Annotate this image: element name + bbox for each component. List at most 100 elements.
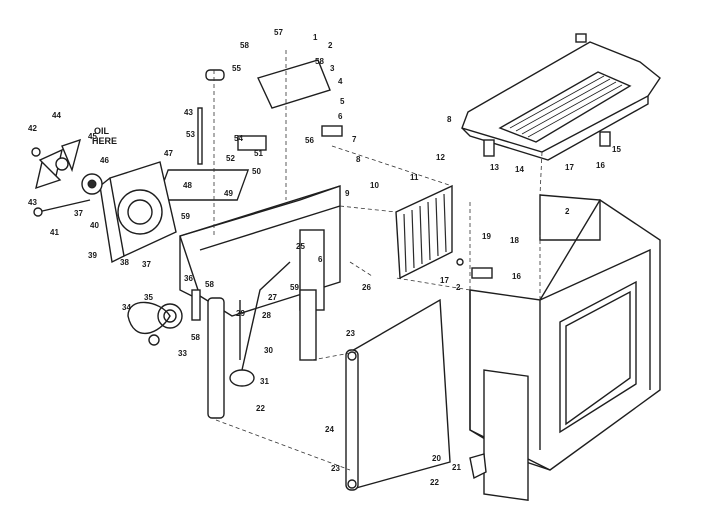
rod-part [197, 107, 203, 165]
pump-tube [241, 261, 291, 371]
motor-pulley-icon [148, 334, 160, 346]
part-label-l-54: 54 [234, 134, 243, 143]
part-label-l-2b: 2 [565, 207, 570, 216]
grill-clip-icon [456, 258, 464, 266]
part-label-l-56: 56 [305, 136, 314, 145]
part-label-l-37a: 37 [74, 209, 83, 218]
control-box-part [237, 135, 267, 151]
part-label-l-6: 6 [338, 112, 343, 121]
grill-bracket-part [471, 267, 493, 279]
cover-hinge-left [483, 139, 495, 157]
part-label-l-59b: 59 [290, 283, 299, 292]
part-label-l-22b: 22 [256, 404, 265, 413]
part-label-l-37b: 37 [142, 260, 151, 269]
part-label-l-58b: 58 [315, 57, 324, 66]
filter-grill-assembly [395, 184, 493, 280]
part-label-l-40: 40 [90, 221, 99, 230]
part-label-l-30: 30 [264, 346, 273, 355]
part-label-l-17b: 17 [440, 276, 449, 285]
cabinet-side-edge [539, 248, 651, 390]
part-label-l-42: 42 [28, 124, 37, 133]
top-cover-part [461, 41, 661, 153]
chassis-shelf-part [156, 169, 250, 201]
chassis-top-edge [179, 185, 341, 237]
part-label-l-58d: 58 [191, 333, 200, 342]
part-label-l-57: 57 [274, 28, 283, 37]
part-label-l-13: 13 [490, 163, 499, 172]
part-label-l-8a: 8 [356, 155, 361, 164]
part-label-l-25: 25 [296, 242, 305, 251]
part-label-l-7: 7 [352, 135, 357, 144]
part-label-l-23b: 23 [331, 464, 340, 473]
drain-elbow-part [469, 453, 487, 480]
chassis-ledge [199, 205, 341, 251]
cover-hinge-right [599, 131, 611, 147]
fan-housing-edge [99, 177, 125, 264]
part-label-l-9: 9 [345, 189, 350, 198]
cabinet-front-panel [483, 369, 529, 502]
part-label-l-24: 24 [325, 425, 334, 434]
part-label-l-11: 11 [410, 173, 419, 182]
cabinet-side-panel-inner [565, 290, 631, 426]
motor-hub-icon [87, 179, 97, 189]
blade-nut-icon [31, 147, 41, 157]
part-label-l-48: 48 [183, 181, 192, 190]
switch-bracket-part [321, 125, 343, 137]
part-label-l-44: 44 [52, 111, 61, 120]
fan-wheel-part [117, 189, 163, 235]
part-label-l-27: 27 [268, 293, 277, 302]
part-label-l-8b: 8 [447, 115, 452, 124]
alignment-lines [213, 50, 543, 291]
part-label-l-12: 12 [436, 153, 445, 162]
part-label-l-47: 47 [164, 149, 173, 158]
part-label-l-2a: 2 [328, 41, 333, 50]
part-label-l-3: 3 [330, 64, 335, 73]
part-label-l-53: 53 [186, 130, 195, 139]
chassis-leg-right [299, 289, 317, 361]
part-label-l-14: 14 [515, 165, 524, 174]
part-label-l-58a: 58 [240, 41, 249, 50]
part-label-l-58c: 58 [205, 280, 214, 289]
pulley-bracket [191, 289, 201, 321]
pad-frame-assembly [345, 298, 487, 491]
part-label-l-2c: 2 [456, 283, 461, 292]
fan-motor-assembly [31, 138, 201, 346]
part-label-l-31: 31 [260, 377, 269, 386]
part-label-l-46: 46 [100, 156, 109, 165]
part-label-l-4: 4 [338, 77, 343, 86]
part-label-l-20: 20 [432, 454, 441, 463]
cabinet-assembly [461, 33, 661, 502]
part-label-l-6b: 6 [318, 255, 323, 264]
rail-roller-top [347, 351, 357, 361]
part-label-l-33: 33 [178, 349, 187, 358]
part-label-l-38: 38 [120, 258, 129, 267]
cabinet-side-panel [559, 280, 637, 434]
top-cover-edge [461, 96, 649, 161]
part-label-l-34: 34 [122, 303, 131, 312]
part-label-l-26: 26 [362, 283, 371, 292]
part-label-l-29: 29 [236, 309, 245, 318]
part-label-l-45: 45 [88, 132, 97, 141]
part-label-l-43b: 43 [184, 108, 193, 117]
part-label-l-52: 52 [226, 154, 235, 163]
fan-hub-part [55, 157, 69, 171]
chassis-leg-left [207, 297, 225, 419]
part-label-l-21: 21 [452, 463, 461, 472]
drive-belt-part [127, 301, 171, 335]
part-label-l-43a: 43 [28, 198, 37, 207]
part-label-l-1: 1 [313, 33, 318, 42]
part-label-l-16a: 16 [596, 161, 605, 170]
part-label-l-16b: 16 [512, 272, 521, 281]
part-label-l-5: 5 [340, 97, 345, 106]
part-label-l-35: 35 [144, 293, 153, 302]
part-label-l-49: 49 [224, 189, 233, 198]
part-label-l-39: 39 [88, 251, 97, 260]
filter-grill-bars [403, 193, 447, 273]
part-label-l-15: 15 [612, 145, 621, 154]
cabinet-back-frame [539, 194, 601, 241]
part-label-l-59a: 59 [181, 212, 190, 221]
rail-roller-bottom [347, 479, 357, 489]
